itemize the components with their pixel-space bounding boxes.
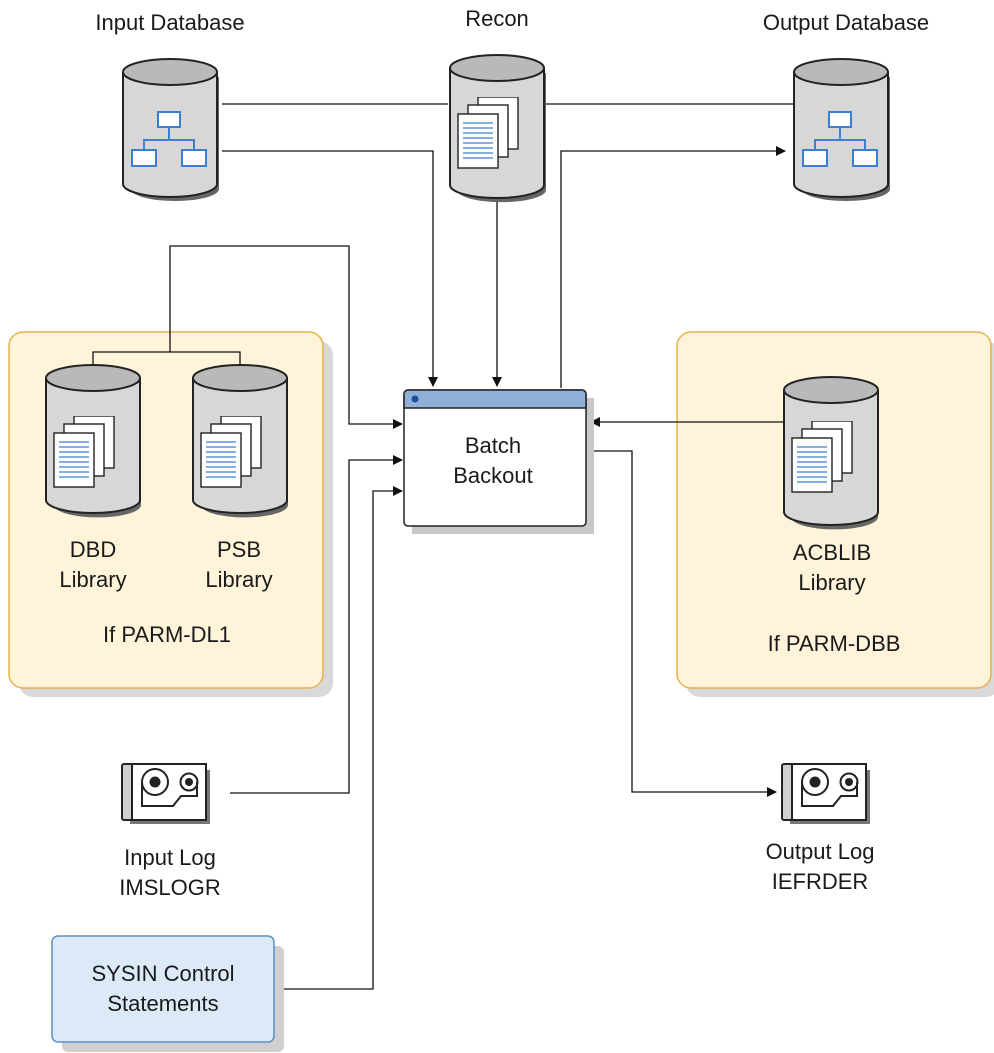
connectors [92,103,793,990]
output-log-label: Output Log IEFRDER [765,839,875,894]
acblib-library-label: ACBLIB Library [792,540,872,595]
batch-to-output-log-arrow [586,450,777,797]
batch-backout-label: Batch Backout [453,433,533,488]
batch-to-output-db-arrow [560,146,786,388]
output-database-icon [793,58,890,201]
recon-icon [449,54,546,203]
psb-library-icon [192,364,288,518]
batch-backout-window [403,389,594,534]
output-database-label: Output Database [762,10,930,35]
input-database-label: Input Database [95,10,245,35]
input-database-icon [122,58,219,201]
sysin-to-batch-arrow [275,486,403,990]
parm-dbb-label: If PARM-DBB [767,631,901,656]
dbd-library-label: DBD Library [59,537,127,592]
input-log-tape-icon [121,763,211,825]
recon-label: Recon [465,6,529,31]
psb-library-label: PSB Library [205,537,273,592]
input-log-label: Input Log IMSLOGR [119,845,221,900]
dbd-library-icon [45,364,141,518]
input-log-to-batch-arrow [230,455,403,794]
libraries-to-batch-arrow [169,245,403,429]
input-db-to-batch-arrow [222,150,438,387]
sysin-label: SYSIN Control Statements [91,961,235,1016]
parm-dl1-label: If PARM-DL1 [103,622,231,647]
acblib-library-icon [783,376,879,530]
sysin-box [51,935,284,1052]
output-log-tape-icon [781,763,871,825]
